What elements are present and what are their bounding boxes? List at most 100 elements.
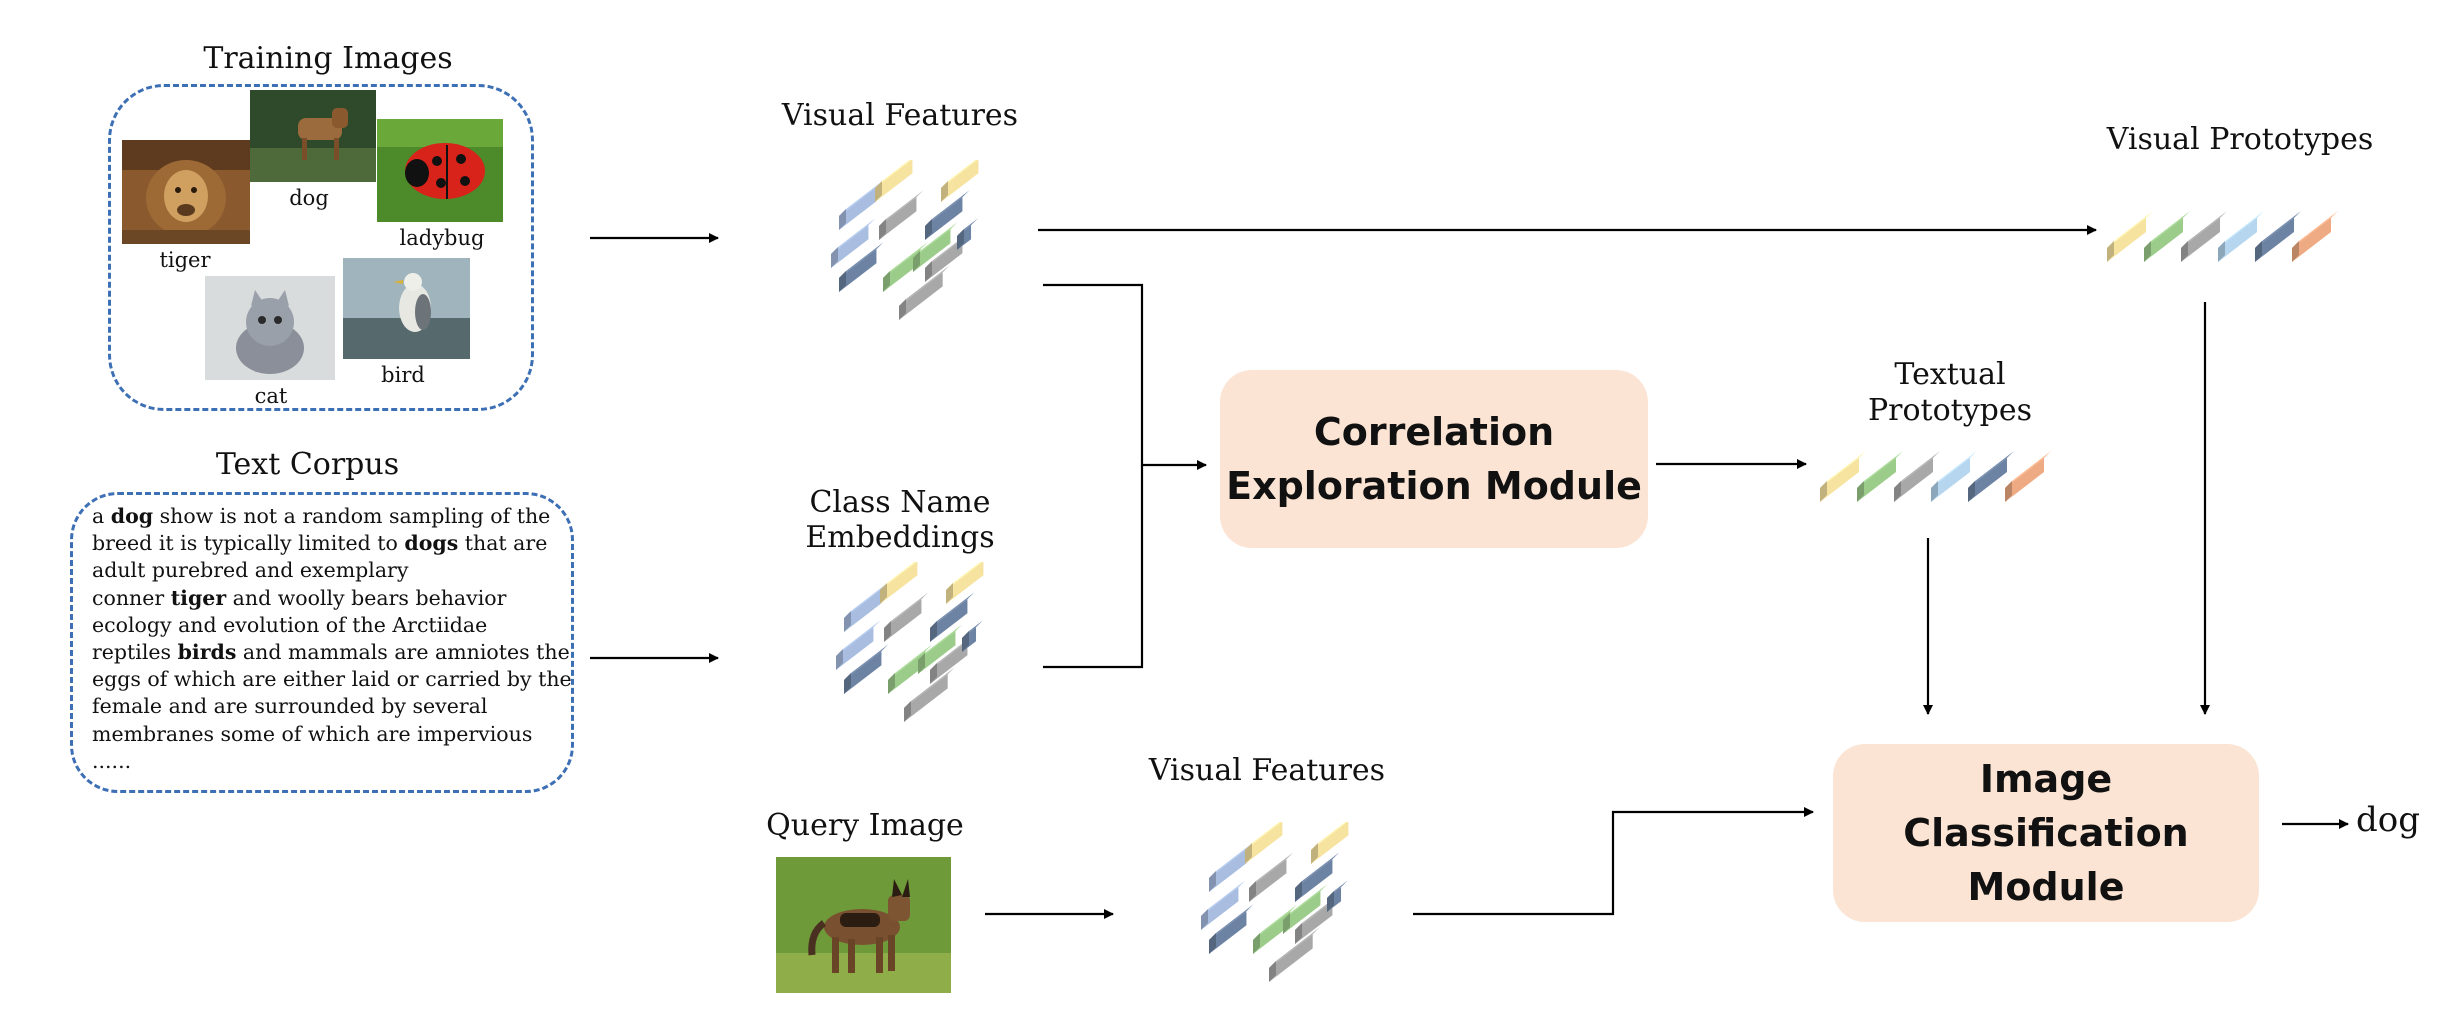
corpus-line: female and are surrounded by several [92,693,562,720]
image-classification-module: Image Classification Module [1833,744,2259,922]
arrow-embeddings-to-correlation [1043,465,1144,669]
prototype-bar-gray [1894,451,1940,502]
feature-bar-yellow [1311,822,1349,864]
prototype-bar-yellow [2107,211,2153,262]
feature-bar-navy [1209,904,1254,954]
feature-bar-yellow [1245,822,1283,864]
query-image [776,857,951,993]
bird-image [343,258,470,359]
feature-bar-green [1253,904,1298,954]
correlation-exploration-module: Correlation Exploration Module [1220,370,1648,548]
feature-bar-blue [1201,880,1246,930]
prototype-bar-lightblue [2218,211,2264,262]
textual-prototypes-line2: Prototypes [1867,393,2033,428]
visual-features-bottom-title: Visual Features [1148,753,1386,788]
textual-prototypes-line1: Textual [1894,357,2006,392]
text-corpus-box [70,492,574,793]
cat-image [205,276,335,380]
visual-prototypes-bars [2107,211,2338,262]
feature-bar-yellow [941,160,979,202]
cat-label: cat [254,384,288,408]
ladybug-image [377,119,503,222]
dog-label: dog [289,186,329,210]
corpus-text-run: and mammals are amniotes the [236,640,570,665]
corpus-text-run: ecology and evolution of the Arctiidae [92,612,488,637]
query-image-title: Query Image [766,808,964,843]
training-images-title: Training Images [203,41,453,76]
correlation-module-line1: Correlation [1313,410,1555,454]
corpus-text-run: membranes some of which are impervious [92,721,533,746]
corpus-text-run: ...... [92,748,132,773]
prototype-bar-green [2144,211,2190,262]
corpus-text-run: eggs of which are either laid or carried… [92,667,572,692]
feature-bar-gray [899,265,950,320]
feature-bar-navy [839,242,884,292]
arrow-features-to-classification [1413,807,1814,916]
class-name-embeddings-line2: Embeddings [805,520,995,555]
feature-bar-blue [1209,842,1254,892]
tiger-label: tiger [159,248,211,272]
feature-bar-navy [1327,880,1349,912]
feature-bar-gray [1249,852,1294,902]
corpus-line: eggs of which are either laid or carried… [92,666,572,693]
feature-bar-green [918,624,963,674]
feature-bar-navy [962,620,984,652]
feature-bar-navy [1295,852,1340,902]
arrow-features-to-correlation [1043,283,1207,470]
prototype-bar-lightblue [1931,451,1977,502]
corpus-line: reptiles birds and mammals are amniotes … [92,639,570,666]
corpus-text-run: adult purebred and exemplary [92,558,409,583]
feature-bar-green [888,644,933,694]
corpus-text-run: that are [458,531,548,556]
output-label: dog [2356,800,2420,840]
prototype-bar-yellow [1820,451,1866,502]
feature-bar-green [913,222,958,272]
corpus-line: ecology and evolution of the Arctiidae [92,612,562,639]
corpus-line: conner tiger and woolly bears behavior [92,585,562,612]
corpus-line: breed it is typically limited to dogs th… [92,530,562,557]
tiger-image [122,140,250,244]
corpus-text-run: breed it is typically limited to [92,531,405,556]
ladybug-label: ladybug [399,226,485,250]
feature-bar-navy [957,218,979,250]
prototype-bar-navy [1968,451,2014,502]
feature-bar-blue [844,582,889,632]
visual-features-top-bars [831,160,979,320]
correlation-module-line2: Exploration Module [1226,464,1642,508]
feature-bar-yellow [946,562,984,604]
feature-bar-blue [839,180,884,230]
prototype-bar-gray [2181,211,2227,262]
feature-bar-gray [904,667,955,722]
prototype-bar-orange [2292,211,2338,262]
corpus-line: adult purebred and exemplary [92,557,562,584]
visual-features-bottom-bars [1201,822,1349,982]
prototype-bar-orange [2005,451,2051,502]
dog-image [250,90,376,182]
corpus-line: ...... [92,748,562,775]
bird-label: bird [381,363,425,387]
prototype-bar-green [1857,451,1903,502]
corpus-keyword: tiger [170,585,227,610]
feature-bar-green [1283,884,1328,934]
feature-bar-navy [925,190,970,240]
feature-bar-gray [879,190,924,240]
corpus-line: a dog show is not a random sampling of t… [92,503,562,530]
feature-bar-blue [836,620,881,670]
corpus-text-run: female and are surrounded by several [92,694,488,719]
text-corpus-title: Text Corpus [215,447,400,482]
classification-module-line1: Image Classification [1903,757,2189,855]
visual-prototypes-title: Visual Prototypes [2106,122,2374,157]
corpus-keyword: dogs [404,531,459,556]
corpus-keyword: birds [177,640,237,665]
corpus-text-run: show is not a random sampling of the [153,504,551,528]
corpus-line: membranes some of which are impervious [92,721,562,748]
class-name-embeddings-bars [836,562,984,722]
corpus-text-run: a [92,504,111,528]
corpus-text-run: reptiles [92,640,178,665]
classification-module-line2: Module [1967,865,2125,909]
text-corpus-content: a dog show is not a random sampling of t… [92,503,572,775]
feature-bar-navy [844,644,889,694]
feature-bar-yellow [875,160,913,202]
corpus-keyword: dog [110,504,154,528]
